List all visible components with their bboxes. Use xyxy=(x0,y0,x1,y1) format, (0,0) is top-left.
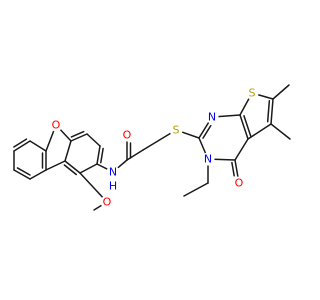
atom-label-O_furan: O xyxy=(52,119,61,132)
atom-bg-O_methoxy xyxy=(100,195,114,209)
bond-d5-c7-second xyxy=(70,130,85,138)
atom-bg-N_amide xyxy=(106,165,120,179)
atom-label-N_ethyl: N xyxy=(204,153,212,166)
bond-S_thioether-cp2 xyxy=(180,131,200,139)
bond-d5-c7 xyxy=(70,133,88,142)
bond-c8a-c4a xyxy=(239,114,249,140)
atom-bg-S_thioether xyxy=(169,123,183,137)
bond-d3-N_amide xyxy=(96,163,109,171)
bond-O_furan-c7 xyxy=(59,128,72,142)
atom-label-O_ketone: O xyxy=(235,177,244,190)
bond-c5-c4a xyxy=(247,123,272,140)
bond-a2-a3 xyxy=(13,140,31,152)
bond-d4-d5 xyxy=(86,133,101,147)
bond-d1-d2-second xyxy=(63,164,78,176)
bond-cp2-N_pyrimidine-second xyxy=(202,124,212,139)
bond-c4-N_ethyl xyxy=(213,158,236,161)
bond-cp2-N_pyrimidine xyxy=(198,121,210,139)
bond-c6-me6 xyxy=(272,84,290,100)
bond-c6-c5-second xyxy=(266,99,271,123)
atom-bg-N_ethyl xyxy=(201,152,215,166)
bond-layer xyxy=(13,84,291,211)
bond-cC-ch2 xyxy=(126,149,144,161)
atom-label-O_methoxy: O xyxy=(103,196,112,209)
bond-c4-O_ketone-second xyxy=(231,161,235,177)
atom-bg-N_pyrimidine xyxy=(205,110,219,124)
bond-c8a-c4a-second xyxy=(243,115,252,137)
atom-label-N_pyrimidine: N xyxy=(208,111,216,124)
atom-label-H_amide: H xyxy=(109,180,117,193)
atom-bg-H_amide xyxy=(106,179,120,193)
bond-d1-c7 xyxy=(64,140,72,162)
atom-bg-O_ketone xyxy=(232,176,246,190)
bond-c5-me5 xyxy=(270,123,291,140)
bond-a6-a1-second xyxy=(16,167,31,176)
bond-et1-et2 xyxy=(183,182,209,197)
bond-d3-d4-second xyxy=(100,147,104,164)
bond-N_ethyl-cp2 xyxy=(198,137,207,155)
bond-d3-d4 xyxy=(96,145,101,165)
bond-O_methoxy-me xyxy=(93,204,103,211)
bond-c4-O_ketone xyxy=(234,159,239,178)
atom-bg-O_carbonyl xyxy=(120,128,134,142)
bond-N_amide-cC xyxy=(116,159,128,169)
atom-label-O_carbonyl: O xyxy=(123,129,132,142)
bond-a2-a3-second xyxy=(13,138,28,148)
bond-N_pyrimidine-c8a xyxy=(217,114,241,118)
bond-d2-d3 xyxy=(79,163,98,174)
bond-c8a-S_thiophene xyxy=(239,97,250,116)
atom-label-S_thiophene: S xyxy=(249,87,256,100)
bond-a5-d1 xyxy=(45,160,66,171)
bond-a4-O_furan xyxy=(45,129,55,152)
bond-d1-d2 xyxy=(64,160,81,174)
bond-S_thiophene-c6 xyxy=(257,93,274,100)
bond-a5-a6 xyxy=(29,169,47,180)
atom-label-N_amide: N xyxy=(109,166,117,179)
atom-bg-O_furan xyxy=(49,118,63,132)
bond-c6-c5 xyxy=(270,98,274,125)
atom-label-S_thioether: S xyxy=(173,124,180,137)
bond-c4a-c4 xyxy=(234,138,249,161)
bond-a3-a4 xyxy=(29,140,47,152)
atom-bg-S_thiophene xyxy=(245,86,259,100)
bond-ch2-S_thioether xyxy=(142,132,172,151)
bond-d2-O_methoxy xyxy=(79,172,104,199)
bond-a6-a1 xyxy=(13,169,31,180)
